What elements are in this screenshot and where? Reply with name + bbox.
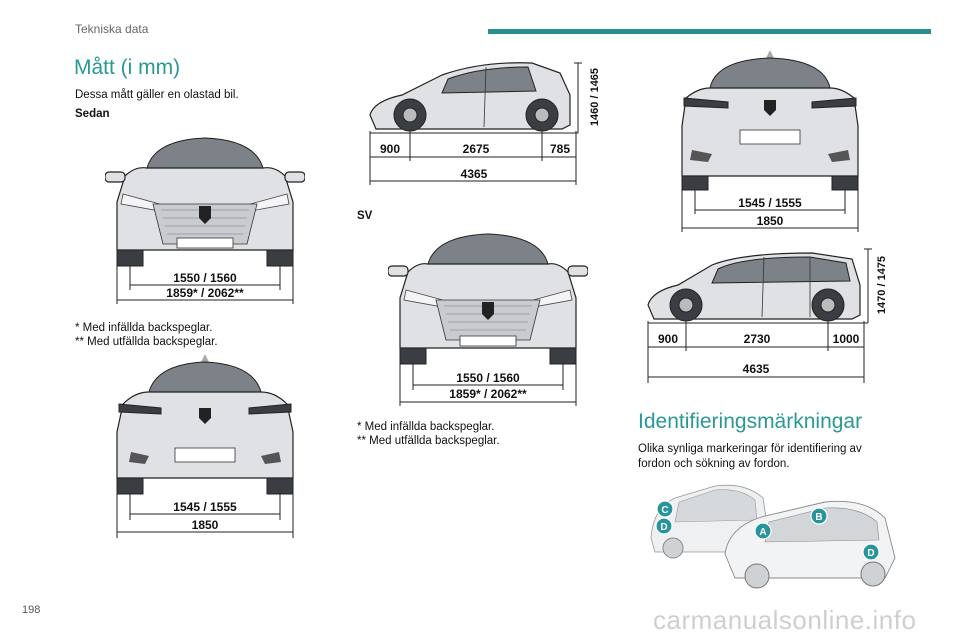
sedan-rear-width: 1850: [192, 518, 219, 532]
sedan-label: Sedan: [75, 108, 110, 120]
sv-front-track: 1550 / 1560: [456, 371, 520, 385]
sv-overhang-rear: 1000: [833, 332, 860, 346]
id-markings-text-1: Olika synliga markeringar för identifier…: [638, 443, 862, 455]
sedan-side-figure: 1460 / 1465 900 2675 785 4365: [369, 62, 601, 185]
sedan-front-track: 1550 / 1560: [173, 271, 237, 285]
sv-rear-figure: 1545 / 1555 1850: [681, 50, 859, 232]
badge-c: [656, 500, 674, 518]
sedan-rear-track: 1545 / 1555: [173, 500, 237, 514]
left-footnote-1: * Med infällda backspeglar.: [75, 322, 213, 334]
sv-height: 1470 / 1475: [876, 256, 888, 314]
sedan-wheelbase: 2675: [463, 142, 490, 156]
svg-text:D: D: [660, 522, 667, 533]
badge-b: [810, 507, 828, 525]
middle-footnote-1: * Med infällda backspeglar.: [357, 421, 495, 433]
id-markings-text-2: fordon och sökning av fordon.: [638, 458, 790, 470]
watermark-text: carmanualsonline.info: [653, 605, 917, 635]
sedan-overhang-rear: 785: [550, 142, 570, 156]
header-accent-bar: [488, 29, 931, 34]
sedan-length: 4365: [461, 167, 488, 181]
sedan-rear-figure: 1545 / 1555 1850: [116, 354, 294, 538]
sv-overhang-front: 900: [658, 332, 678, 346]
sv-length: 4635: [743, 362, 770, 376]
svg-text:D: D: [867, 548, 874, 559]
sv-rear-width: 1850: [757, 214, 784, 228]
id-markings-figure: C D A B D: [650, 484, 896, 589]
svg-text:C: C: [661, 505, 668, 516]
page-number: 198: [22, 604, 41, 616]
left-footnote-2: ** Med utfällda backspeglar.: [75, 336, 218, 348]
middle-footnote-2: ** Med utfällda backspeglar.: [357, 435, 500, 447]
sv-side-figure: 1470 / 1475 900 2730 1000 4635: [647, 248, 888, 383]
sv-wheelbase: 2730: [744, 332, 771, 346]
sedan-front-width: 1859* / 2062**: [166, 286, 244, 300]
badge-d-right: [862, 543, 880, 561]
sv-label: SV: [357, 210, 373, 222]
intro-text: Dessa mått gäller en olastad bil.: [75, 89, 239, 101]
sv-front-width: 1859* / 2062**: [449, 387, 527, 401]
sedan-height: 1460 / 1465: [589, 68, 601, 126]
svg-text:B: B: [815, 512, 822, 523]
badge-d-left: [655, 517, 673, 535]
page-title: Mått (i mm): [74, 56, 181, 79]
section-header: Tekniska data: [75, 22, 149, 36]
sedan-front-figure: 1550 / 1560 1859* / 2062**: [105, 137, 305, 304]
sv-rear-track: 1545 / 1555: [738, 196, 802, 210]
badge-a: [754, 522, 772, 540]
svg-text:A: A: [759, 527, 766, 538]
sv-front-figure: 1550 / 1560 1859* / 2062**: [388, 233, 588, 406]
sedan-overhang-front: 900: [380, 142, 400, 156]
id-markings-title: Identifieringsmärkningar: [638, 410, 863, 433]
